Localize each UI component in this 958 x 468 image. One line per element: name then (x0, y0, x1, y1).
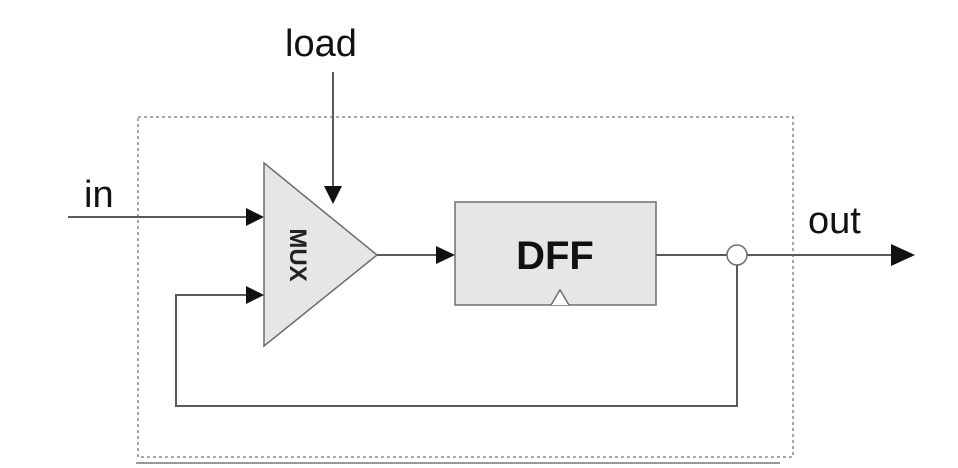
mux-label: MUX (284, 228, 311, 281)
clock-input-marker (550, 288, 570, 306)
out-label: out (808, 200, 861, 242)
fanout-junction (726, 244, 748, 266)
load-label: load (285, 23, 357, 65)
mux-to-dff-arrowhead (436, 246, 455, 264)
in-label: in (84, 174, 114, 216)
mux-block (263, 161, 379, 348)
feedback-arrowhead (246, 286, 264, 304)
load-arrowhead (324, 186, 342, 204)
feedback-wire (175, 265, 738, 407)
out-arrowhead (891, 244, 915, 266)
in-arrowhead (246, 208, 264, 226)
chip-boundary (137, 116, 794, 458)
dff-label: DFF (516, 234, 594, 278)
dff-block (454, 201, 657, 306)
